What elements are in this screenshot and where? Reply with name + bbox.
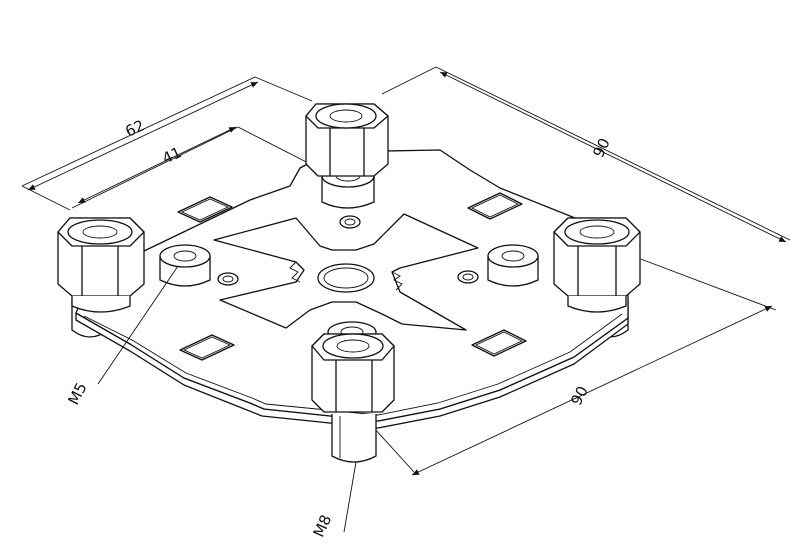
dimension-90-top — [381, 66, 791, 243]
hole-left — [217, 272, 239, 286]
hole-right — [457, 270, 479, 284]
dim-label-90-bottom: 90 — [567, 383, 592, 408]
hex-nut-right — [553, 217, 641, 313]
hex-nut-left — [57, 217, 145, 313]
dimension-62 — [21, 76, 313, 211]
dimension-41 — [71, 126, 319, 209]
hex-nut-top — [305, 103, 389, 177]
callout-m8-leader — [343, 461, 357, 533]
dim-label-90-top: 90 — [589, 135, 614, 160]
slot-top-left — [177, 196, 233, 223]
socket-screw-left — [159, 244, 211, 287]
callout-m5-label: M5 — [64, 380, 90, 408]
star-cutout — [213, 213, 479, 331]
callout-m8-label: M8 — [310, 512, 336, 540]
slot-top-right — [467, 192, 523, 220]
hole-top — [339, 215, 361, 229]
slot-bottom-left — [179, 334, 235, 361]
socket-screw-right — [487, 244, 539, 287]
dimension-90-bottom — [373, 257, 777, 476]
callout-m5-leader — [97, 265, 179, 385]
slot-bottom-right — [471, 329, 527, 357]
hex-nut-bottom — [311, 333, 395, 413]
m8-stud — [331, 414, 377, 463]
